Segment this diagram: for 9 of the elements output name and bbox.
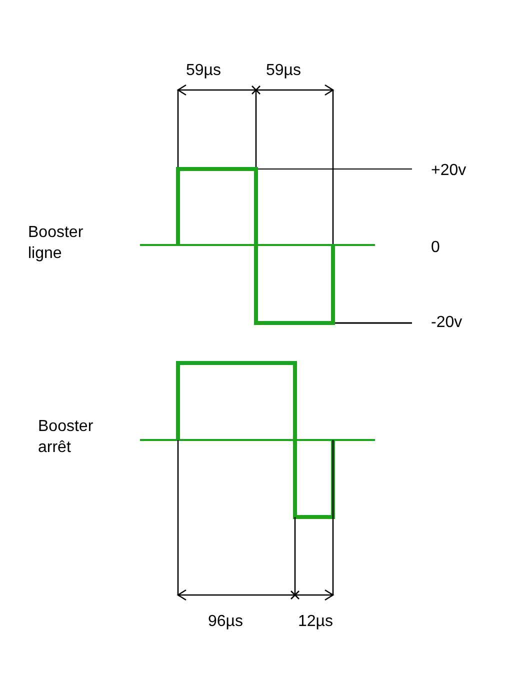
duration-label: 96µs <box>208 612 244 632</box>
voltage-label: 0 <box>431 238 440 258</box>
duration-label: 59µs <box>266 61 302 81</box>
duration-label: 12µs <box>298 612 334 632</box>
duration-label: 59µs <box>186 61 222 81</box>
signal-label: Booster arrêt <box>38 417 94 458</box>
signal-label: Booster ligne <box>28 223 84 264</box>
voltage-label: +20v <box>431 161 466 181</box>
voltage-label: -20v <box>431 313 462 333</box>
